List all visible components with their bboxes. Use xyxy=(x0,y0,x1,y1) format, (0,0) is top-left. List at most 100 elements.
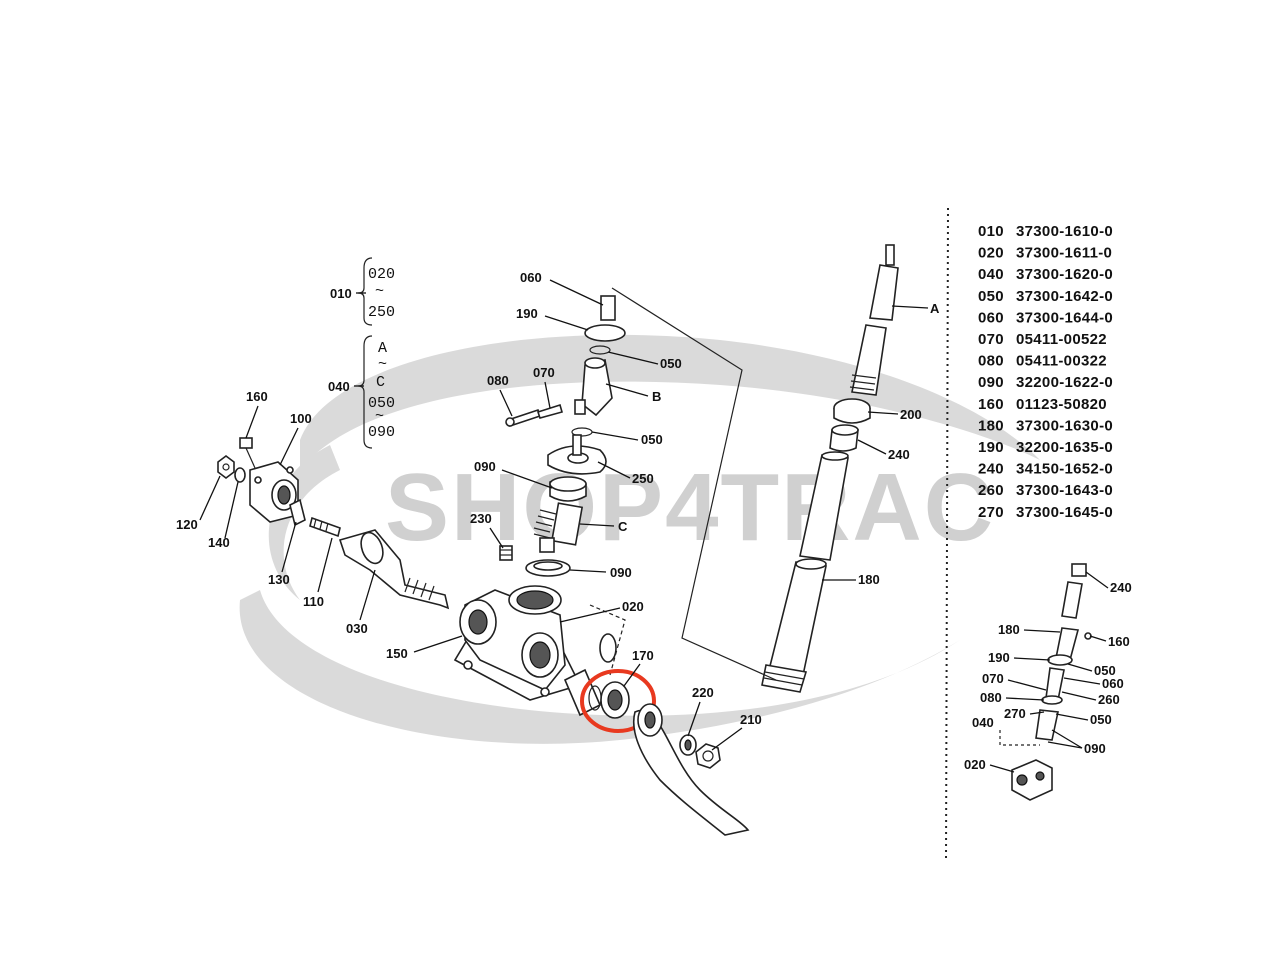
callout-250: 250 xyxy=(632,471,654,486)
callout-200: 200 xyxy=(900,407,922,422)
clip-050-upper xyxy=(589,345,611,355)
steering-arm xyxy=(633,703,750,836)
shaft-030 xyxy=(338,529,450,610)
parts-table-ref: 160 xyxy=(978,396,1004,413)
parts-table-part-number: 37300-1630-0 xyxy=(1016,417,1113,434)
parts-table-part-number: 37300-1610-0 xyxy=(1016,223,1113,240)
o-ring-190 xyxy=(584,324,626,342)
bearing-090-lower xyxy=(525,559,571,577)
brace-label-050: 050 xyxy=(368,395,395,412)
parts-table-part-number: 32200-1635-0 xyxy=(1016,439,1113,456)
callout-170: 170 xyxy=(632,648,654,663)
seal-170 xyxy=(588,681,630,719)
parts-table-row: 080 05411-00322 xyxy=(978,353,1107,370)
parts-table-part-number: 34150-1652-0 xyxy=(1016,461,1113,478)
nut-230 xyxy=(499,545,513,561)
callout-150: 150 xyxy=(386,646,408,661)
callout-050-b: 050 xyxy=(641,432,663,447)
parts-table-part-number: 01123-50820 xyxy=(1016,396,1107,413)
collar-B xyxy=(574,357,613,417)
callout-070: 070 xyxy=(533,365,555,380)
brace-label-020: 020 xyxy=(368,266,395,283)
parts-table-ref: 080 xyxy=(978,353,1004,370)
callout-100: 100 xyxy=(290,411,312,426)
inset-callout-080: 080 xyxy=(980,690,1002,705)
housing-150 xyxy=(453,585,582,701)
pin-110 xyxy=(309,516,341,538)
parts-table-ref: 040 xyxy=(978,266,1004,283)
parts-table-part-number: 32200-1622-0 xyxy=(1016,374,1113,391)
brace-label-C: C xyxy=(376,374,385,391)
column-tube-upper xyxy=(799,451,849,561)
parts-table-ref: 270 xyxy=(978,504,1004,521)
svg-text:~: ~ xyxy=(378,356,387,373)
pin-080 xyxy=(505,408,542,428)
svg-text:~: ~ xyxy=(375,408,384,425)
callout-090-a: 090 xyxy=(474,459,496,474)
brace-label-250: 250 xyxy=(368,304,395,321)
inset-assembly xyxy=(999,563,1092,801)
callout-090-b: 090 xyxy=(610,565,632,580)
parts-table-part-number: 37300-1620-0 xyxy=(1016,266,1113,283)
parts-table-part-number: 37300-1645-0 xyxy=(1016,504,1113,521)
callout-050-a: 050 xyxy=(660,356,682,371)
gasket-130 xyxy=(289,498,306,527)
callout-160: 160 xyxy=(246,389,268,404)
inset-callout-270: 270 xyxy=(1004,706,1026,721)
parts-table-row: 240 34150-1652-0 xyxy=(978,461,1113,478)
parts-table-part-number: 05411-00322 xyxy=(1016,353,1107,370)
callout-060: 060 xyxy=(520,270,542,285)
inset-callouts: 240 180 160 190 050 060 070 260 080 270 … xyxy=(964,571,1132,773)
inset-callout-070: 070 xyxy=(982,671,1004,686)
nut-210 xyxy=(695,743,721,769)
callout-030: 030 xyxy=(346,621,368,636)
parts-table-row: 040 37300-1620-0 xyxy=(978,266,1113,283)
parts-table-row: 160 01123-50820 xyxy=(978,396,1107,413)
callouts: 060 190 050 080 070 B 050 090 250 230 C … xyxy=(176,270,940,751)
parts-table-row: 090 32200-1622-0 xyxy=(978,374,1113,391)
callout-010: 010 xyxy=(330,286,352,301)
callout-240: 240 xyxy=(888,447,910,462)
cover-020 xyxy=(589,604,626,676)
inset-callout-060: 060 xyxy=(1102,676,1124,691)
callout-B: B xyxy=(652,389,661,404)
divider xyxy=(945,207,949,863)
parts-table-ref: 060 xyxy=(978,309,1004,326)
inset-callout-260: 260 xyxy=(1098,692,1120,707)
callout-190: 190 xyxy=(516,306,538,321)
parts-table-ref: 260 xyxy=(978,482,1004,499)
callout-020: 020 xyxy=(622,599,644,614)
highlight-circle xyxy=(580,669,656,733)
parts-table-ref: 240 xyxy=(978,461,1004,478)
nut-120 xyxy=(217,455,235,479)
svg-text:~: ~ xyxy=(375,283,384,300)
parts-table-ref: 050 xyxy=(978,288,1004,305)
inset-callout-050-a: 050 xyxy=(1094,663,1116,678)
column-tube-180 xyxy=(761,558,827,693)
inset-callout-040: 040 xyxy=(972,715,994,730)
bushing-200 xyxy=(833,398,871,424)
parts-table-part-number: 37300-1642-0 xyxy=(1016,288,1113,305)
inset-callout-240: 240 xyxy=(1110,580,1132,595)
callout-C: C xyxy=(618,519,628,534)
parts-table-part-number: 37300-1611-0 xyxy=(1016,245,1112,262)
inset-callout-160: 160 xyxy=(1108,634,1130,649)
callout-110: 110 xyxy=(303,594,324,609)
inset-callout-020: 020 xyxy=(964,757,986,772)
bearing-090-upper xyxy=(549,476,587,502)
parts-table-ref: 090 xyxy=(978,374,1004,391)
parts-table-row: 270 37300-1645-0 xyxy=(978,504,1113,521)
parts-table-part-number: 37300-1643-0 xyxy=(1016,482,1113,499)
callout-180: 180 xyxy=(858,572,880,587)
inset-callout-090: 090 xyxy=(1084,741,1106,756)
callout-220: 220 xyxy=(692,685,714,700)
flange-100 xyxy=(249,461,299,523)
parts-table-ref: 020 xyxy=(978,245,1004,262)
callout-A: A xyxy=(930,301,940,316)
